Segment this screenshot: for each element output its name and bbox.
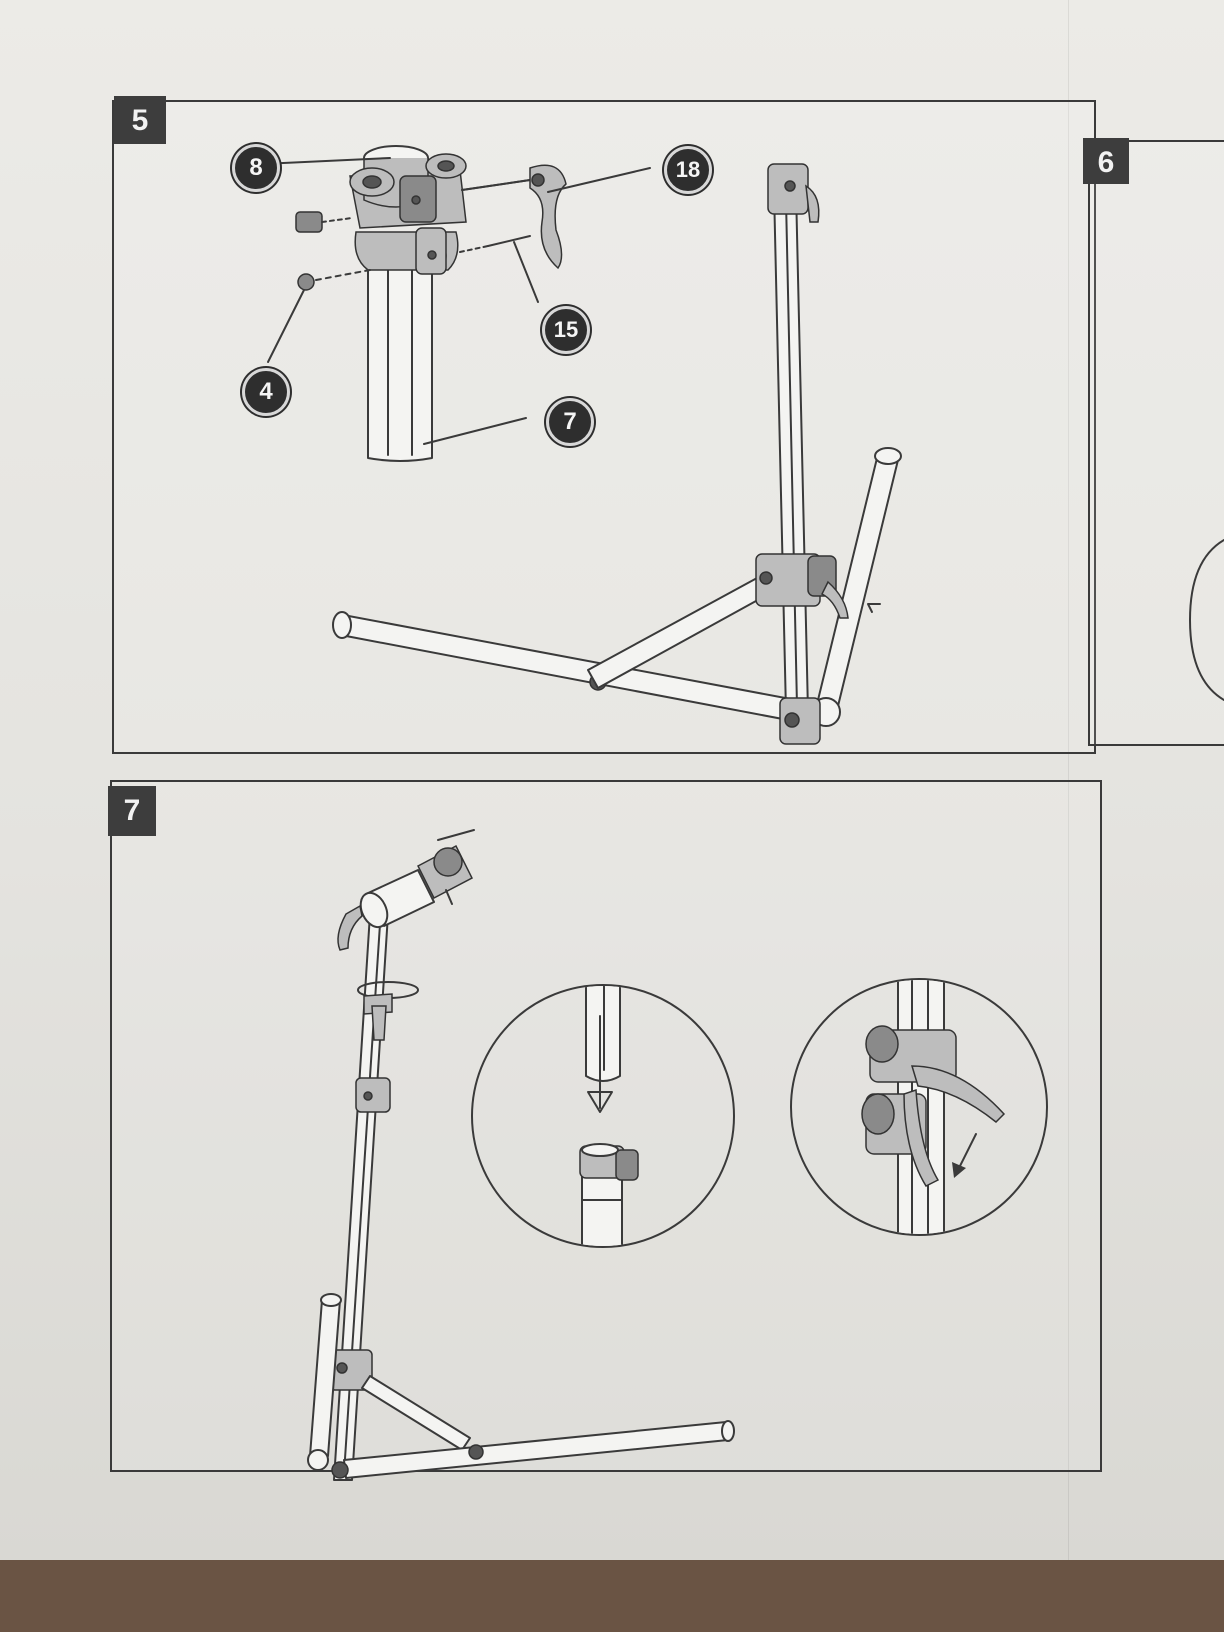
step-6-partial-detail — [1189, 539, 1224, 701]
callout-part-4: 4 — [242, 368, 290, 416]
step-7-detail-lever — [790, 978, 1048, 1236]
step-6-badge: 6 — [1083, 138, 1129, 184]
step-5-folded-stand — [332, 163, 902, 745]
step-5-panel — [112, 100, 1096, 754]
callout-part-8: 8 — [232, 144, 280, 192]
callout-part-18: 18 — [664, 146, 712, 194]
step-5-badge: 5 — [114, 96, 166, 144]
step-7-assembled-stand — [307, 829, 735, 1481]
callout-part-15: 15 — [542, 306, 590, 354]
step-7-detail-insert — [471, 984, 735, 1248]
step-5-exploded-view — [261, 145, 651, 462]
step-7-badge: 7 — [108, 786, 156, 836]
step-6-panel — [1088, 140, 1224, 746]
callout-part-7: 7 — [546, 398, 594, 446]
